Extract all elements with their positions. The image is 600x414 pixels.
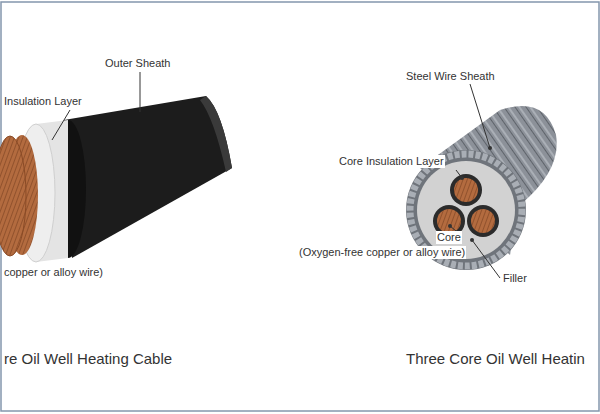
- leader-line: [52, 110, 70, 140]
- leader-line: [472, 240, 500, 278]
- part-label: Core: [436, 231, 462, 244]
- leader-line: [470, 84, 490, 148]
- part-label: copper or alloy wire): [3, 266, 104, 279]
- part-label: Steel Wire Sheath: [405, 70, 496, 83]
- cable-title: re Oil Well Heating Cable: [3, 350, 173, 368]
- part-label: Insulation Layer: [3, 95, 83, 108]
- single-core-cable: [0, 96, 232, 262]
- leader-line: [140, 72, 141, 112]
- part-label: Core Insulation Layer: [338, 155, 445, 168]
- cable-title: Three Core Oil Well Heatin: [405, 350, 586, 368]
- part-label: Filler: [502, 272, 528, 285]
- part-label: Outer Sheath: [104, 57, 171, 70]
- part-label: (Oxygen-free copper or alloy wire): [298, 246, 466, 259]
